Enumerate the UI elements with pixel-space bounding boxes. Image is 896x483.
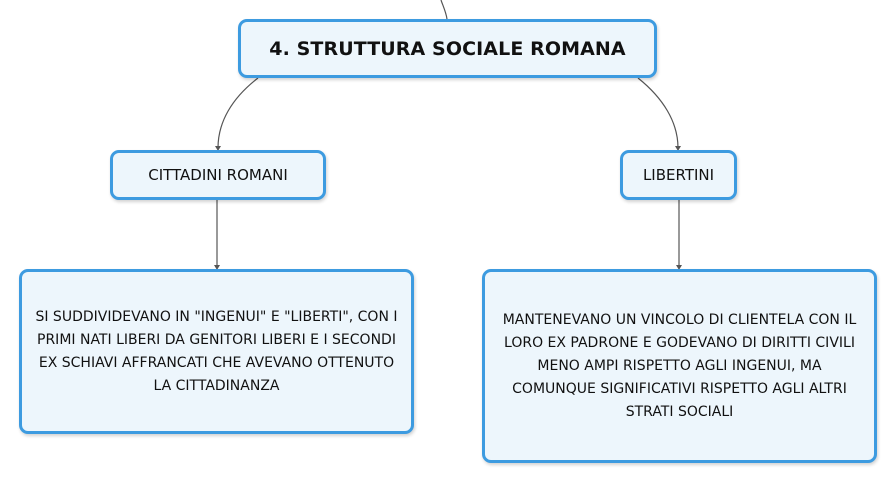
node-cittadini-romani-label: CITTADINI ROMANI xyxy=(148,166,288,184)
node-cittadini-romani[interactable]: CITTADINI ROMANI xyxy=(110,150,326,200)
connector-parent-to-root xyxy=(440,0,448,20)
connector-root-to-cittadini xyxy=(217,77,259,149)
cittadini-romani-description-text: SI SUDDIVIDEVANO IN "INGENUI" E "LIBERTI… xyxy=(35,308,398,394)
node-libertini-label: LIBERTINI xyxy=(642,166,715,184)
node-libertini-description[interactable]: MANTENEVANO UN VINCOLO DI CLIENTELA CON … xyxy=(482,269,877,463)
connector-root-to-libertini xyxy=(637,77,679,149)
root-node-label: 4. STRUTTURA SOCIALE ROMANA xyxy=(269,37,626,60)
arrowhead-libertini xyxy=(675,146,681,151)
arrowhead-libertini-description xyxy=(676,265,682,270)
arrowhead-cittadini xyxy=(215,146,221,151)
node-cittadini-romani-description[interactable]: SI SUDDIVIDEVANO IN "INGENUI" E "LIBERTI… xyxy=(19,269,414,434)
node-libertini[interactable]: LIBERTINI xyxy=(620,150,737,200)
libertini-description-text: MANTENEVANO UN VINCOLO DI CLIENTELA CON … xyxy=(502,311,857,420)
arrowhead-cittadini-description xyxy=(214,265,220,270)
root-node[interactable]: 4. STRUTTURA SOCIALE ROMANA xyxy=(238,19,657,78)
